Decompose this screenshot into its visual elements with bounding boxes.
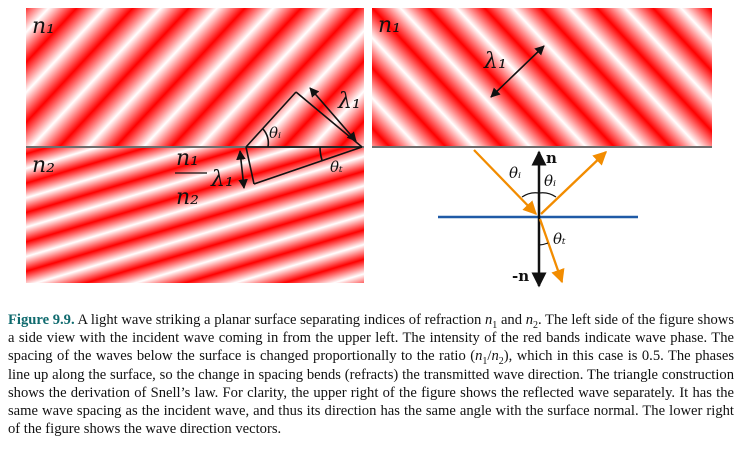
- label-theta-t-vec: θₜ: [553, 230, 566, 248]
- figure-caption: Figure 9.9. A light wave striking a plan…: [8, 312, 735, 438]
- caption-text-3: ), which in this case is 0.5. The phases…: [8, 348, 734, 438]
- lambda1-arrow-right: [490, 45, 545, 98]
- caption-text-2: . The left side of the figure shows a si…: [8, 312, 735, 365]
- label-n2-left: n₂: [32, 153, 55, 178]
- label-neg-normal: -n: [512, 267, 529, 285]
- caption-ratio-n2: n: [491, 348, 499, 365]
- label-ratio-lambda: λ₁: [210, 167, 234, 192]
- caption-and: and: [497, 312, 526, 328]
- label-normal: n: [546, 149, 557, 167]
- reflected-wave-region: [372, 8, 712, 147]
- lambda1-arrow-left: [309, 87, 357, 142]
- transmitted-direction-arrow: [538, 218, 565, 284]
- label-ratio-numerator: n₁: [176, 146, 199, 171]
- angle-arc-reflected: [538, 192, 557, 198]
- caption-n2: n: [525, 312, 533, 328]
- label-n1-right: n₁: [378, 13, 401, 38]
- label-theta-t-left: θₜ: [330, 158, 343, 176]
- incident-wave-region: [26, 8, 364, 147]
- label-theta-i-left: θᵢ: [269, 124, 281, 142]
- angle-arc-transmitted: [538, 242, 549, 246]
- label-lambda1-left: λ₁: [337, 89, 361, 114]
- transmitted-wave-region: [26, 147, 364, 283]
- lambda2-arrow-left: [236, 150, 248, 189]
- caption-n1: n: [484, 312, 493, 328]
- caption-slash: /: [487, 348, 492, 365]
- label-lambda1-right: λ₁: [483, 49, 507, 74]
- angle-arc-incident: [521, 192, 540, 198]
- reflected-direction-arrow: [540, 151, 607, 215]
- label-theta-i-vec-left: θᵢ: [509, 164, 521, 182]
- refraction-figure: n₁ n₂ λ₁ θᵢ θₜ n₁ n₂ λ₁ n₁ λ₁ n -n θᵢ θᵢ…: [26, 8, 712, 288]
- caption-text-1: A light wave striking a planar surface s…: [77, 312, 485, 328]
- incident-direction-arrow: [473, 149, 537, 215]
- caption-label: Figure 9.9.: [8, 312, 75, 328]
- label-theta-i-vec-right: θᵢ: [544, 172, 556, 190]
- caption-ratio-n1: n: [475, 348, 483, 365]
- label-ratio-denominator: n₂: [176, 185, 199, 210]
- label-n1-left: n₁: [32, 14, 55, 39]
